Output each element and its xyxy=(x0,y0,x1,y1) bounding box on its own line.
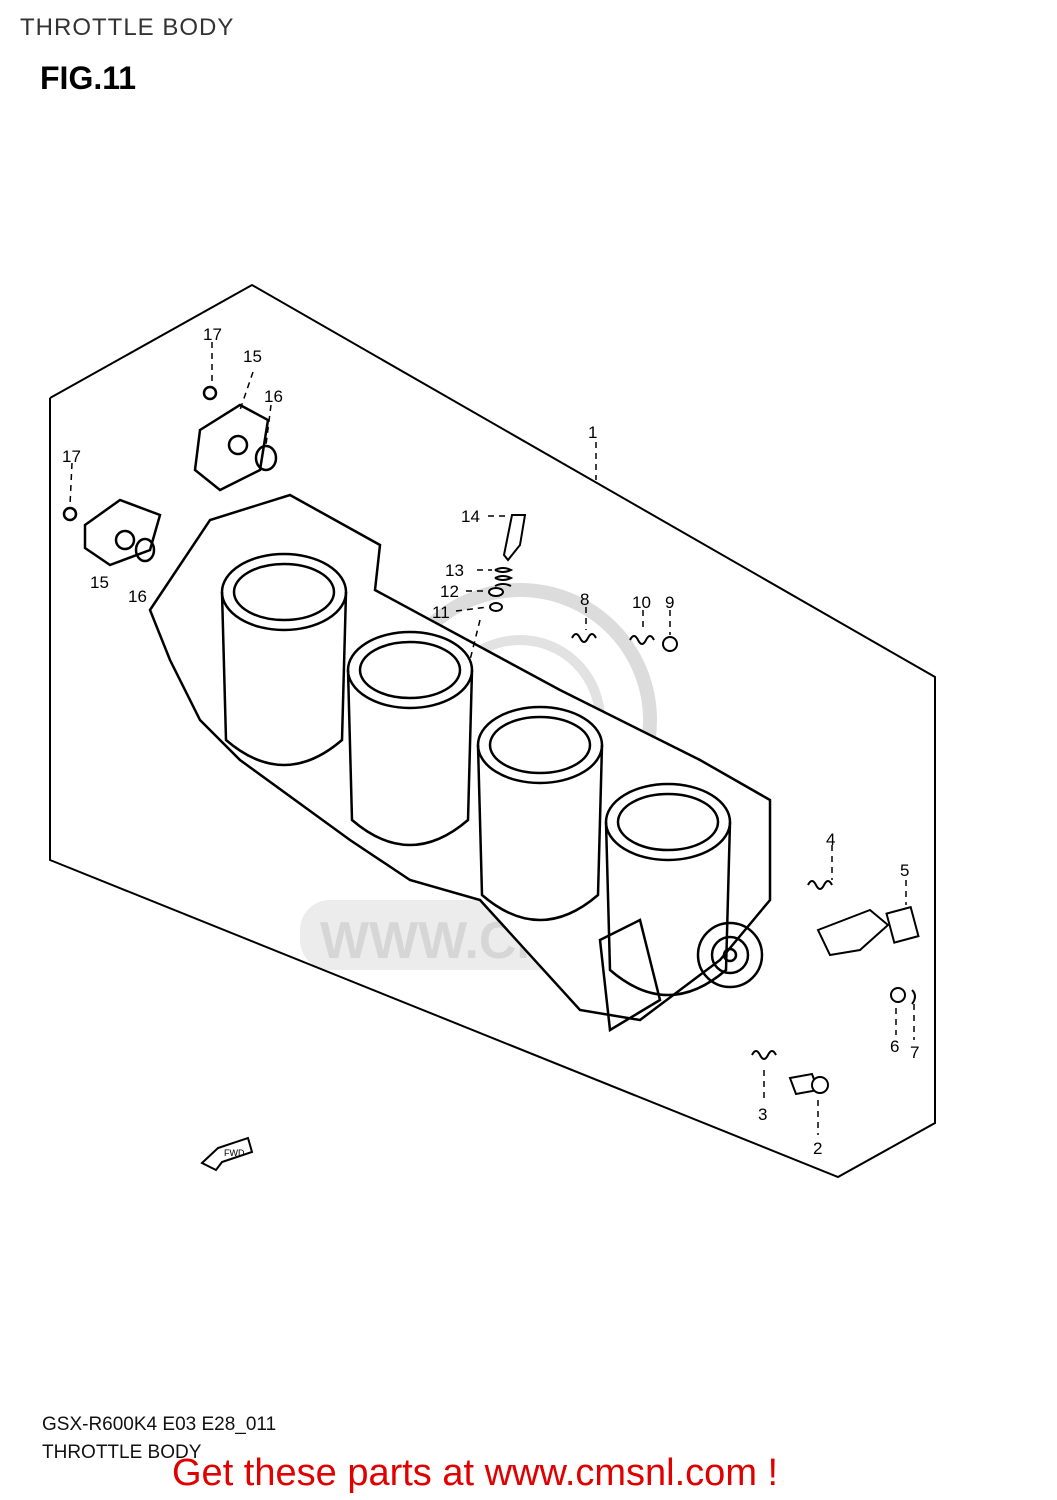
promo-link[interactable]: Get these parts at www.cmsnl.com ! xyxy=(172,1452,779,1494)
callout-12: 12 xyxy=(440,582,459,601)
callout-17-lower: 17 xyxy=(62,447,81,466)
leader-lines xyxy=(69,342,915,1135)
callout-16-upper: 16 xyxy=(264,387,283,406)
callout-2: 2 xyxy=(813,1139,822,1158)
callout-numbers: 1 2 3 4 5 6 7 8 9 10 11 12 13 14 15 16 1… xyxy=(62,325,919,1158)
small-parts xyxy=(488,514,920,1096)
figure-label: FIG.11 xyxy=(40,60,137,96)
callout-14: 14 xyxy=(461,507,480,526)
callout-9: 9 xyxy=(665,593,674,612)
callout-16-lower: 16 xyxy=(128,587,147,606)
callout-17-upper: 17 xyxy=(203,325,222,344)
throttle-position-sensor-upper xyxy=(193,385,278,492)
model-code: GSX-R600K4 E03 E28_011 xyxy=(42,1414,277,1435)
callout-8: 8 xyxy=(580,590,589,609)
fwd-label: FWD xyxy=(224,1148,245,1158)
callout-6: 6 xyxy=(890,1037,899,1056)
callout-1: 1 xyxy=(588,423,597,442)
footer-title: THROTTLE BODY xyxy=(42,1442,202,1463)
callout-15-lower: 15 xyxy=(90,573,109,592)
callout-4: 4 xyxy=(826,830,835,849)
callout-3: 3 xyxy=(758,1105,767,1124)
throttle-body-assembly xyxy=(148,493,772,1033)
forward-direction-marker: FWD xyxy=(200,1136,254,1172)
callout-10: 10 xyxy=(632,593,651,612)
callout-11: 11 xyxy=(432,603,450,622)
callout-15-upper: 15 xyxy=(243,347,262,366)
callout-13: 13 xyxy=(445,561,464,580)
exploded-frame xyxy=(49,283,936,1179)
callout-5: 5 xyxy=(900,861,909,880)
throttle-position-sensor-lower xyxy=(62,498,162,567)
page-header-title: THROTTLE BODY xyxy=(20,14,235,41)
callout-7: 7 xyxy=(910,1043,919,1062)
